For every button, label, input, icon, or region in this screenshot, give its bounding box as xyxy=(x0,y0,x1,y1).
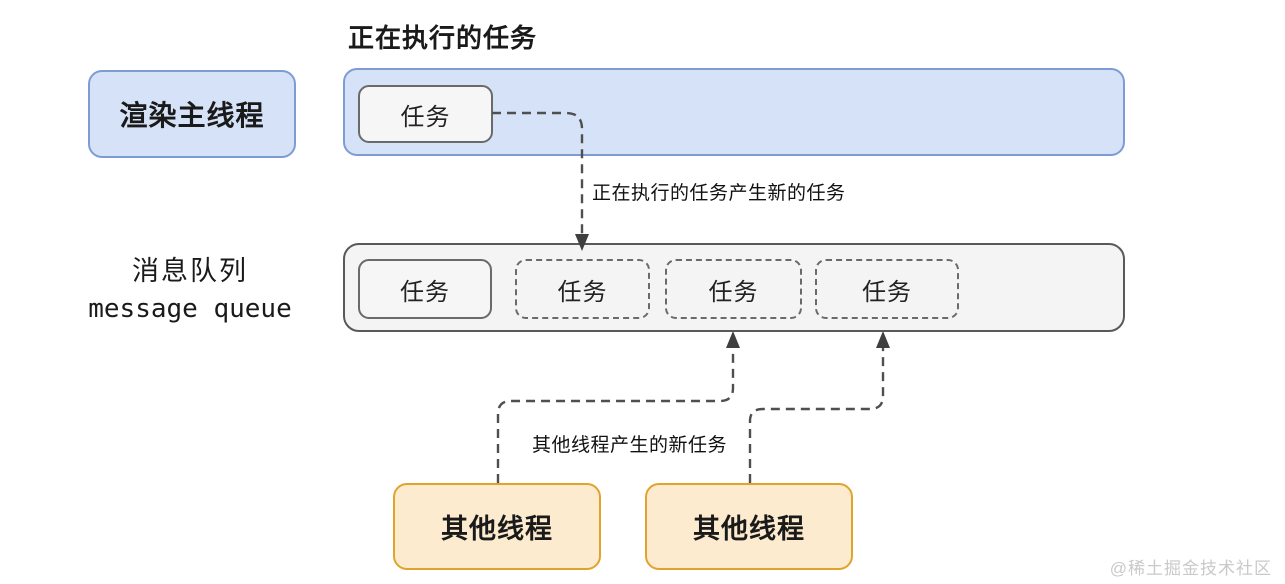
executing-task-chip: 任务 xyxy=(358,85,493,143)
queue-task-chip-4: 任务 xyxy=(815,259,959,319)
queue-task-chip-4-label: 任务 xyxy=(862,278,912,306)
message-queue-label: 消息队列 message queue xyxy=(40,252,340,328)
queue-task-chip-2-label: 任务 xyxy=(557,278,608,306)
render-main-thread-label: 渲染主线程 xyxy=(119,100,265,131)
up-arrowhead-icon-2 xyxy=(876,331,890,348)
other-thread-box-1: 其他线程 xyxy=(393,483,601,570)
other-thread-box-2-label: 其他线程 xyxy=(693,514,805,544)
message-queue-label-zh: 消息队列 xyxy=(132,256,248,286)
other-thread-box-1-label: 其他线程 xyxy=(441,514,553,544)
queue-task-chip-2: 任务 xyxy=(515,259,650,319)
queue-task-chip-1: 任务 xyxy=(358,259,492,319)
message-queue-label-en: message queue xyxy=(88,294,292,324)
executing-task-bar: 任务 xyxy=(343,68,1125,156)
executing-task-chip-label: 任务 xyxy=(400,103,451,131)
queue-task-chip-3-label: 任务 xyxy=(708,278,759,306)
queue-task-chip-3: 任务 xyxy=(665,259,802,319)
up-arrowhead-icon-1 xyxy=(726,331,740,348)
message-queue-container: 任务 任务 任务 任务 xyxy=(343,243,1125,332)
queue-task-chip-1-label: 任务 xyxy=(400,278,450,306)
other-thread-box-2: 其他线程 xyxy=(645,483,853,570)
watermark: @稀土掘金技术社区 xyxy=(1109,559,1272,578)
dashed-arrow-other1-to-queue xyxy=(496,348,735,483)
arrow-label-other-threads-new-task: 其他线程产生的新任务 xyxy=(532,435,728,456)
dashed-arrow-other2-to-queue xyxy=(748,348,885,483)
executing-task-title: 正在执行的任务 xyxy=(348,23,538,53)
arrow-label-task-produces-new-task: 正在执行的任务产生新的任务 xyxy=(592,183,846,204)
render-main-thread-box: 渲染主线程 xyxy=(88,70,296,158)
